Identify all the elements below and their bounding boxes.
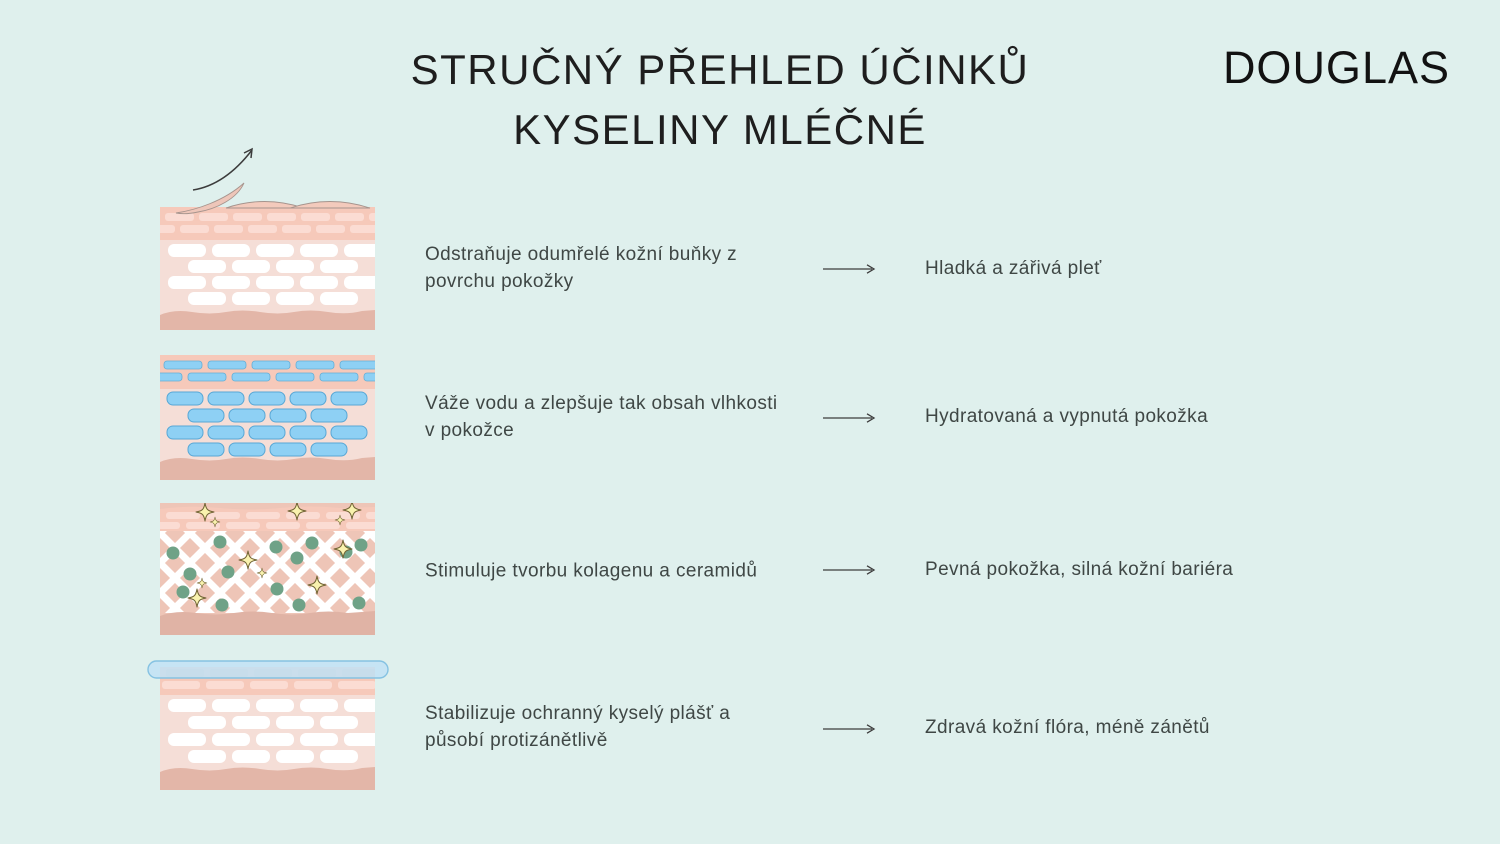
- page-title-line-2: KYSELINY MLÉČNÉ: [513, 106, 927, 153]
- effect-result: Hydratovaná a vypnutá pokožka: [925, 406, 1209, 427]
- surface-flake: [289, 201, 371, 209]
- peel-off-arrow-icon: [192, 147, 253, 191]
- skin-diagram-acid-mantle: [147, 660, 389, 790]
- effect-description: Stabilizuje ochranný kyselý plášť a půso…: [425, 703, 731, 751]
- effect-result: Zdravá kožní flóra, méně zánětů: [925, 717, 1210, 738]
- effect-description: Odstraňuje odumřelé kožní buňky z povrch…: [425, 244, 738, 292]
- flow-arrow-icon: [823, 264, 876, 274]
- effect-description: Váže vodu a zlepšuje tak obsah vlhkosti …: [425, 393, 778, 441]
- flow-arrow-icon: [823, 565, 876, 575]
- douglas-logo: DOUGLAS: [1222, 42, 1450, 93]
- page-title: STRUČNÝ PŘEHLED ÚČINKŮ KYSELINY MLÉČNÉ: [360, 40, 1080, 160]
- skin-diagram-exfoliation: [160, 147, 375, 330]
- effect-result: Pevná pokožka, silná kožní bariéra: [925, 559, 1234, 580]
- protective-film-bar: [147, 660, 389, 679]
- flow-arrow-icon: [823, 724, 876, 734]
- skin-diagram-hydration: [160, 355, 375, 480]
- page-title-line-1: STRUČNÝ PŘEHLED ÚČINKŮ: [410, 46, 1030, 93]
- flow-arrow-icon: [823, 413, 876, 423]
- skin-diagram-collagen: [160, 503, 375, 635]
- effect-result: Hladká a zářivá pleť: [925, 258, 1102, 279]
- effect-description: Stimuluje tvorbu kolagenu a ceramidů: [425, 560, 758, 582]
- lifting-flake: [175, 182, 245, 215]
